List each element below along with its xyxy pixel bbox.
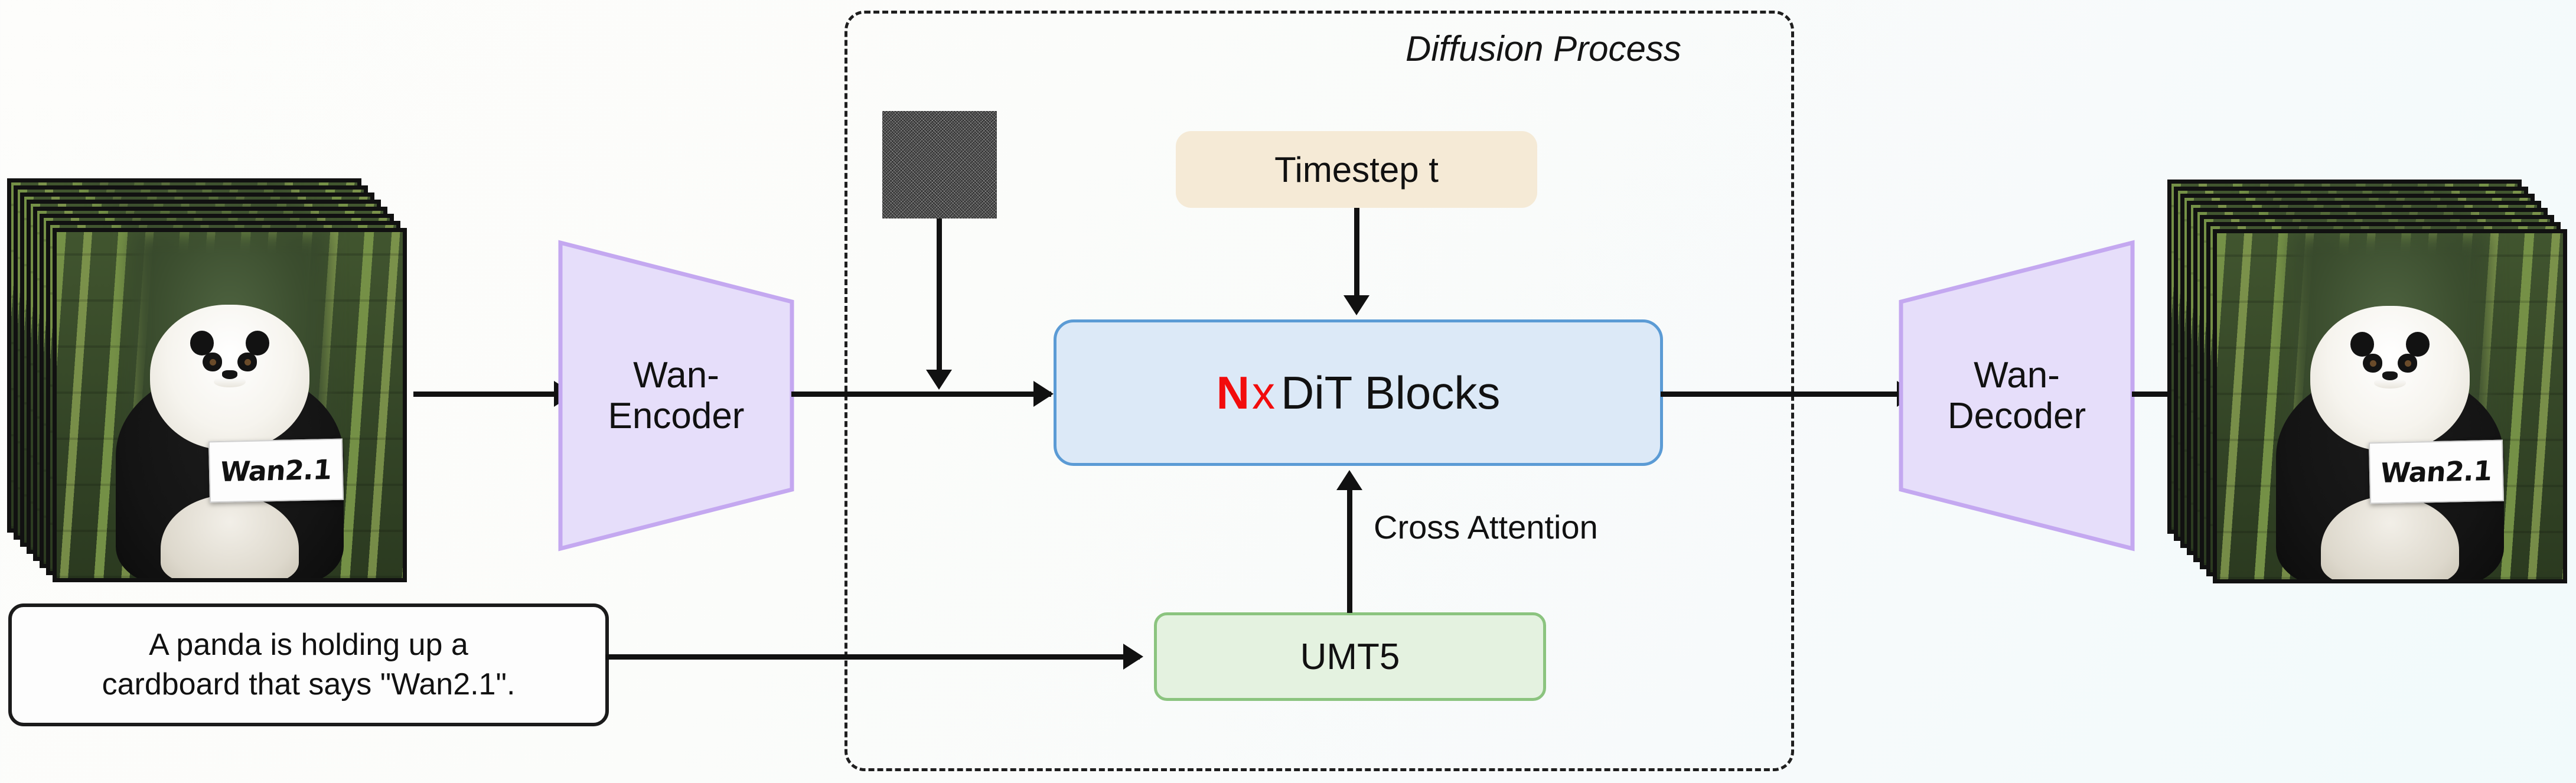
wan-encoder-shape [558, 240, 794, 552]
cardboard-sign: Wan2.1 [208, 438, 344, 503]
input-frame-stack: Wan2.1 [7, 178, 420, 582]
panda-nose [2382, 371, 2398, 380]
edge-noise-arrowhead [926, 370, 952, 390]
prompt-line-1: A panda is holding up a [149, 628, 468, 663]
panda-eye-left [203, 353, 222, 372]
input-frame-front: Wan2.1 [53, 228, 407, 582]
dit-blocks-label: DiT Blocks [1281, 366, 1501, 419]
umt5-node[interactable]: UMT5 [1154, 612, 1546, 701]
diffusion-process-label: Diffusion Process [1406, 29, 1681, 68]
umt5-label: UMT5 [1300, 636, 1400, 677]
wan-encoder-node[interactable]: Wan- Encoder [557, 240, 795, 552]
text-prompt-box[interactable]: A panda is holding up a cardboard that s… [8, 603, 609, 726]
edge-umt5-to-dit [1347, 490, 1352, 613]
dit-multiply-symbol: x [1252, 366, 1276, 419]
prompt-line-2: cardboard that says "Wan2.1". [102, 667, 516, 702]
cross-attention-label: Cross Attention [1374, 508, 1598, 546]
panda-eye-right [2398, 354, 2417, 373]
edge-encoder-to-dit [791, 392, 1051, 397]
panda-eye-right [237, 353, 257, 372]
timestep-label: Timestep t [1274, 149, 1439, 190]
cardboard-sign-text: Wan2.1 [2379, 454, 2493, 489]
edge-timestep-to-dit [1354, 208, 1359, 296]
edge-prompt-to-umt5 [605, 654, 1140, 660]
edge-timestep-arrowhead [1344, 295, 1369, 315]
cardboard-sign: Wan2.1 [2368, 439, 2504, 504]
wan-decoder-shape [1899, 240, 2135, 552]
timestep-node[interactable]: Timestep t [1176, 131, 1537, 208]
output-frame-stack: Wan2.1 [2167, 180, 2576, 583]
wan-decoder-node[interactable]: Wan- Decoder [1898, 240, 2135, 552]
dit-repeat-count: N [1216, 366, 1250, 419]
edge-noise-to-latent [937, 218, 942, 371]
panda-eye-left [2363, 354, 2382, 373]
edge-prompt-to-umt5-arrowhead [1123, 644, 1143, 670]
edge-dit-to-decoder [1661, 392, 1915, 397]
panda-nose [221, 370, 238, 379]
edge-input-to-encoder [413, 392, 555, 397]
panda-ear-right [2405, 332, 2430, 357]
dit-blocks-node[interactable]: N x DiT Blocks [1054, 319, 1663, 466]
edge-umt5-arrowhead [1336, 470, 1362, 490]
output-frame-front: Wan2.1 [2213, 229, 2567, 583]
panda-ear-right [245, 331, 270, 356]
diffusion-process-group [844, 11, 1794, 771]
cardboard-sign-text: Wan2.1 [219, 453, 333, 488]
panda-ear-left [2350, 332, 2375, 357]
panda-ear-left [190, 331, 214, 356]
gaussian-noise-patch [882, 111, 997, 218]
edge-encoder-to-dit-arrowhead [1033, 381, 1054, 407]
